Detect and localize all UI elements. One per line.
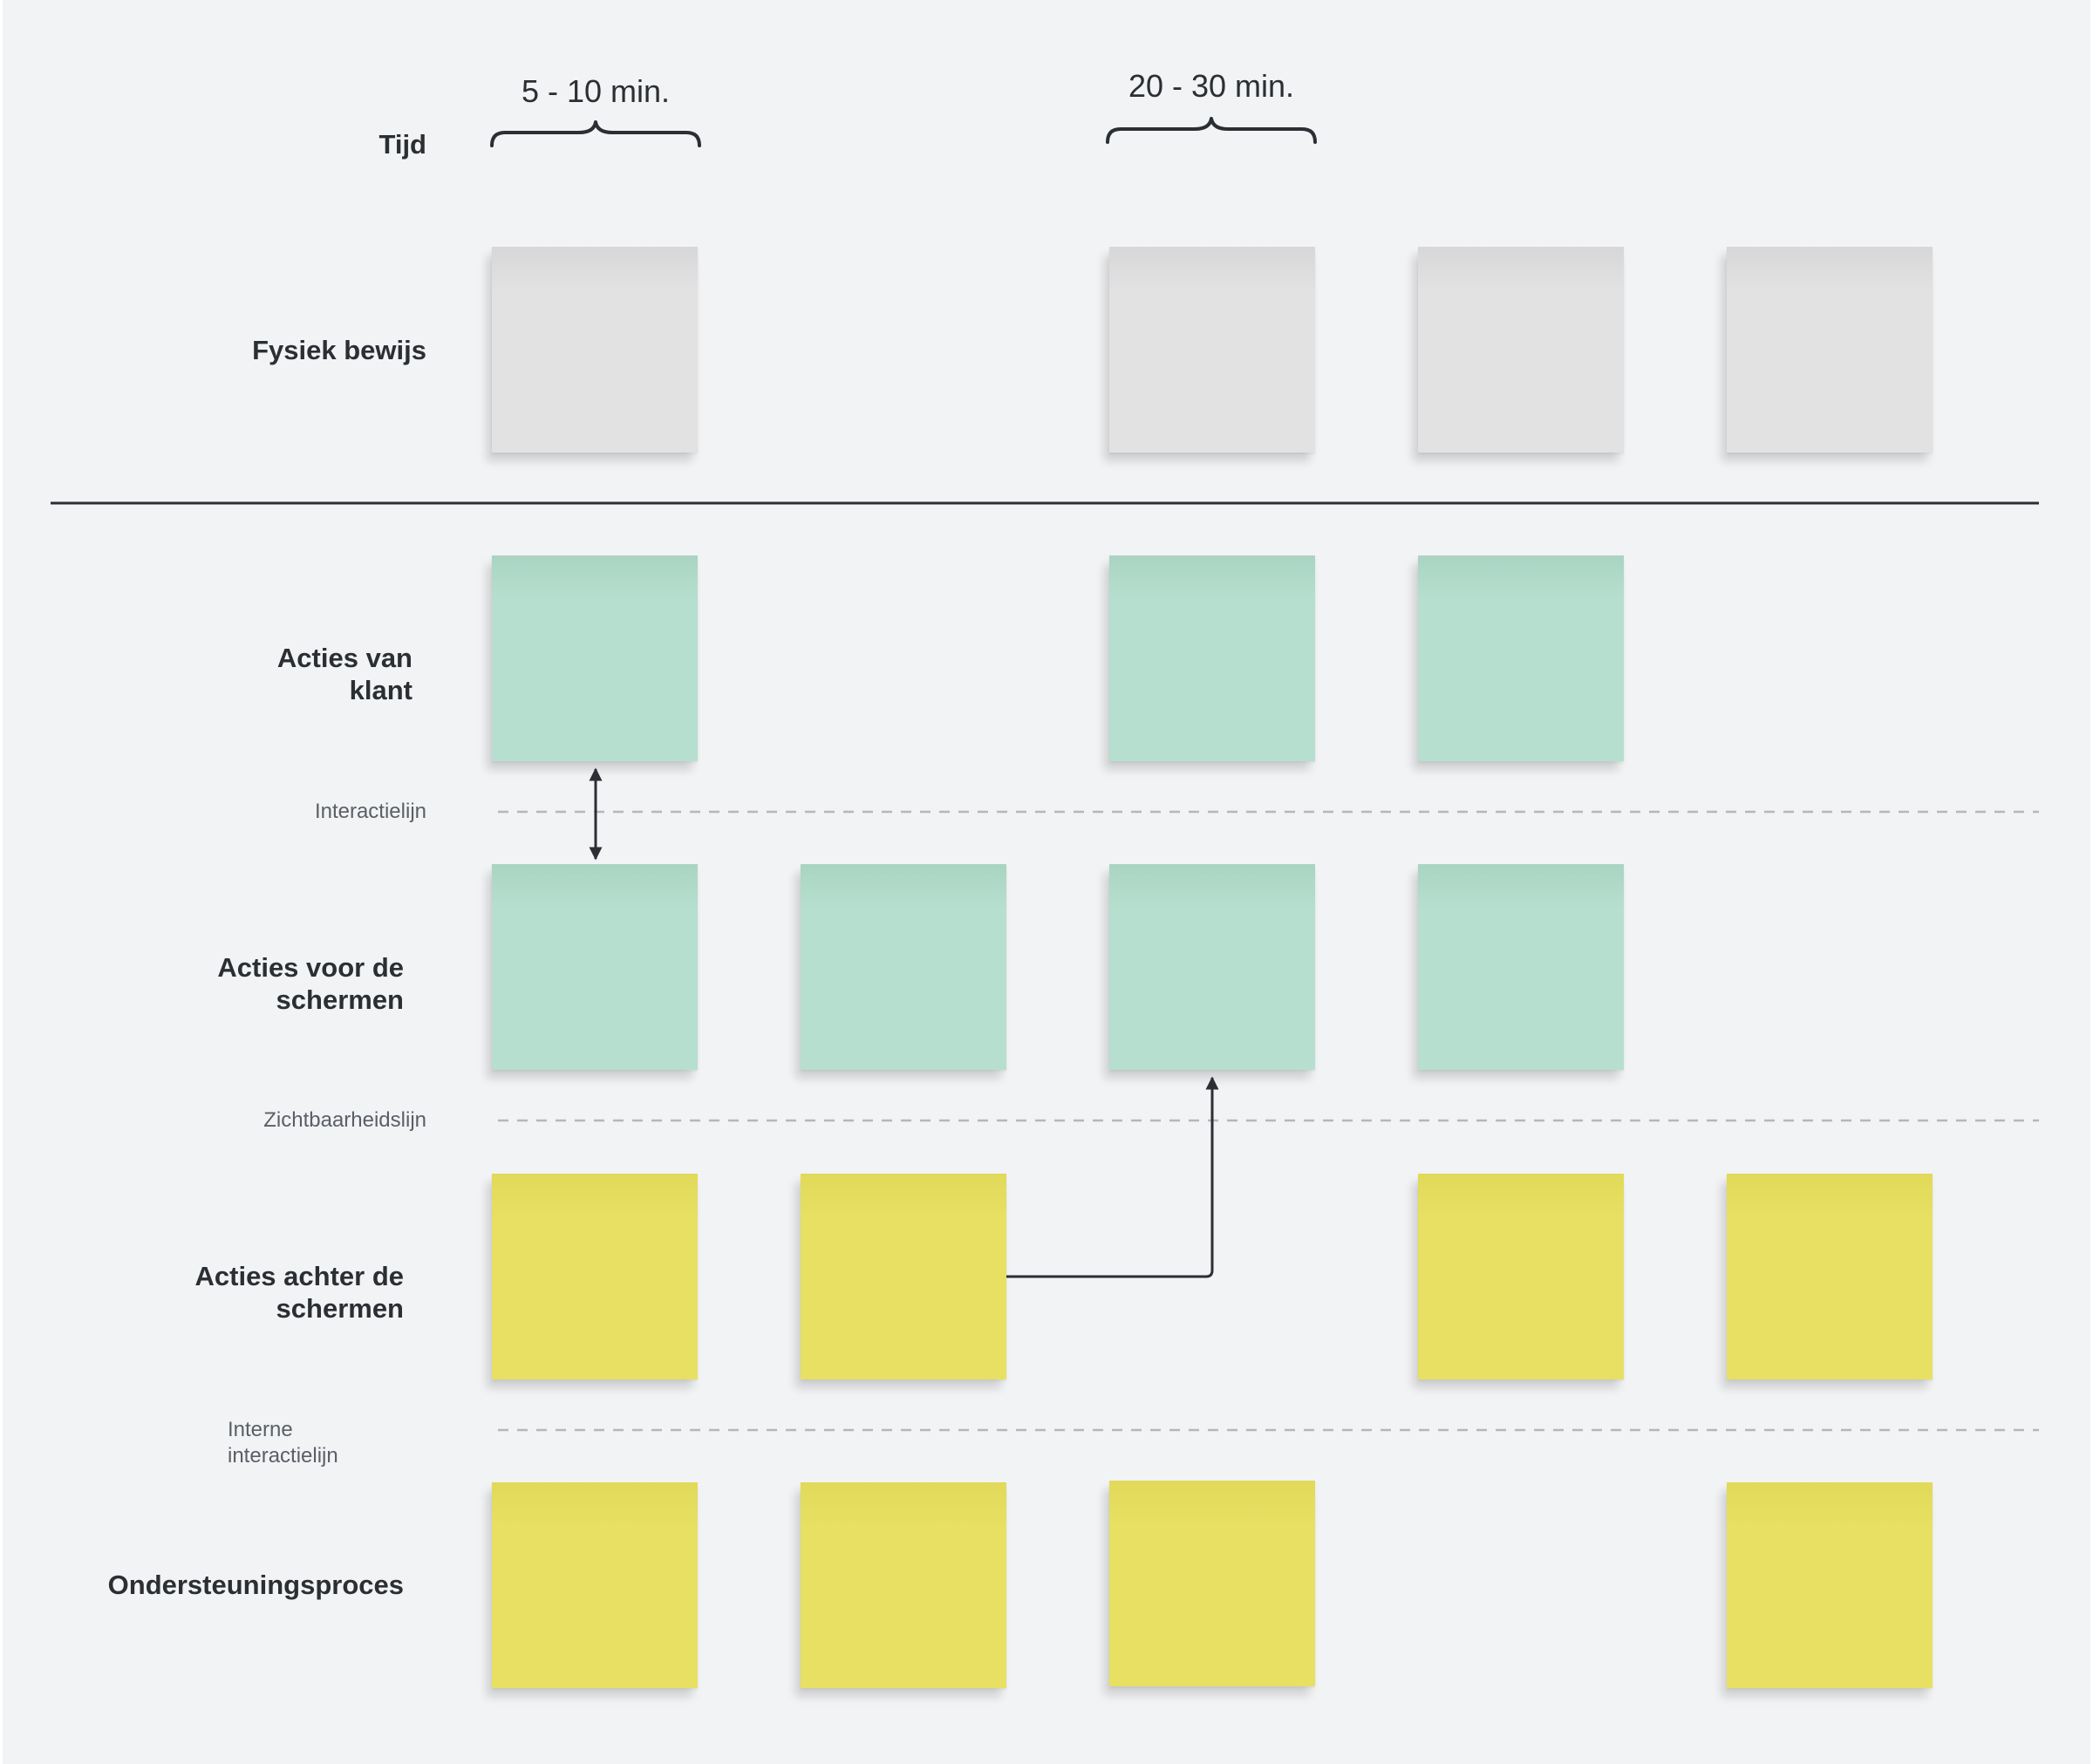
line-label-interactielijn: Interactielijn: [314, 800, 426, 823]
time-label-second: 20 - 30 min.: [1128, 68, 1295, 104]
sticky-note-klant-3[interactable]: [1109, 555, 1315, 761]
sticky-note-ondersteuning-1[interactable]: [492, 1482, 698, 1688]
sticky-note-voor-4[interactable]: [1418, 864, 1624, 1070]
sticky-note-voor-2[interactable]: [801, 864, 1006, 1070]
sticky-note-klant-4[interactable]: [1418, 555, 1624, 761]
row-label-tijd: Tijd: [378, 129, 426, 160]
sticky-note-klant-1[interactable]: [492, 555, 698, 761]
sticky-note-ondersteuning-5[interactable]: [1727, 1482, 1933, 1688]
row-label-acties-van-klant: Acties van klant: [276, 643, 412, 705]
sticky-note-achter-5[interactable]: [1727, 1174, 1933, 1379]
sticky-note-achter-2[interactable]: [801, 1174, 1006, 1379]
sticky-note-fysiek-1[interactable]: [492, 247, 698, 453]
line-label-zichtbaarheidslijn: Zichtbaarheidslijn: [263, 1108, 426, 1132]
row-label-ondersteuningsproces: Ondersteuningsproces: [107, 1570, 404, 1600]
sticky-note-achter-4[interactable]: [1418, 1174, 1624, 1379]
sticky-note-ondersteuning-3[interactable]: [1109, 1481, 1315, 1686]
sticky-note-voor-1[interactable]: [492, 864, 698, 1070]
row-label-acties-achter-de-schermen: Acties achter de schermen: [194, 1261, 405, 1324]
time-brace-first: [490, 120, 701, 147]
line-label-interne-interactielijn: Interne interactielijn: [228, 1418, 338, 1468]
sticky-note-fysiek-4[interactable]: [1418, 247, 1624, 453]
row-label-acties-voor-de-schermen: Acties voor de schermen: [217, 952, 404, 1015]
time-brace-second: [1106, 117, 1317, 144]
time-label-first: 5 - 10 min.: [521, 73, 671, 109]
elbow-arrow-connector[interactable]: [1006, 1076, 1219, 1278]
sticky-note-ondersteuning-2[interactable]: [801, 1482, 1006, 1688]
diagram-lines: [51, 117, 2039, 1432]
row-label-fysiek-bewijs: Fysiek bewijs: [252, 335, 426, 365]
sticky-note-fysiek-3[interactable]: [1109, 247, 1315, 453]
sticky-note-voor-3[interactable]: [1109, 864, 1315, 1070]
sticky-note-achter-1[interactable]: [492, 1174, 698, 1379]
service-blueprint-board: Tijd Fysiek bewijs Acties van klant Acti…: [3, 0, 2090, 1764]
sticky-note-fysiek-5[interactable]: [1727, 247, 1933, 453]
